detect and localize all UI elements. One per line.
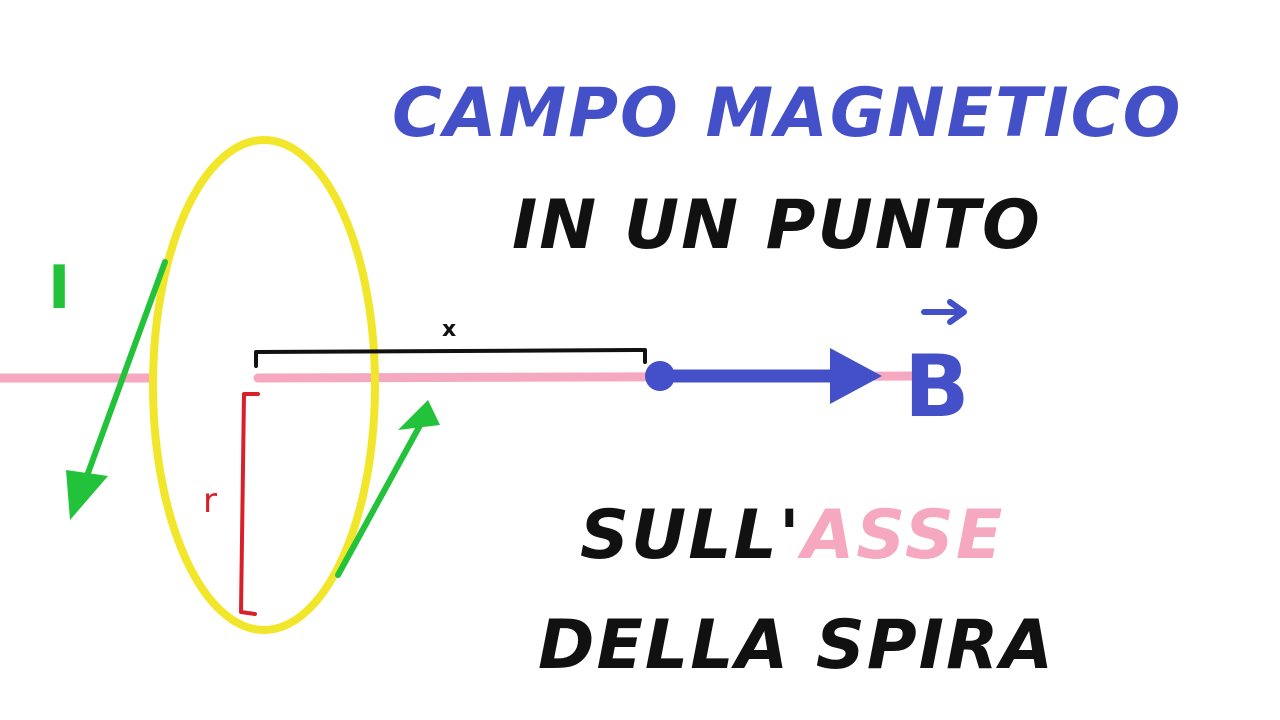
title-line-2: IN UN PUNTO <box>512 186 1042 265</box>
arrow-icon <box>398 400 440 430</box>
title-line-3-highlight: ASSE <box>801 496 1005 575</box>
radius-label: r <box>203 481 217 521</box>
title-line-4: DELLA SPIRA <box>538 606 1055 685</box>
title-line-3-prefix: SULL' <box>580 496 802 575</box>
distance-bracket <box>254 348 647 368</box>
vector-arrow-icon <box>921 299 967 325</box>
distance-label: x <box>442 317 456 342</box>
radius-bracket <box>239 392 260 616</box>
current-loop <box>149 136 379 634</box>
title-line-3: SULL'ASSE <box>580 502 1004 570</box>
arrow-icon <box>66 470 108 520</box>
title-line-1: CAMPO MAGNETICO <box>392 74 1183 153</box>
field-vector <box>645 348 882 404</box>
current-arrow-front <box>66 259 168 520</box>
field-label: B <box>904 337 970 437</box>
current-label: I <box>48 253 70 323</box>
arrow-icon <box>830 348 882 404</box>
current-arrow-back <box>335 400 440 578</box>
